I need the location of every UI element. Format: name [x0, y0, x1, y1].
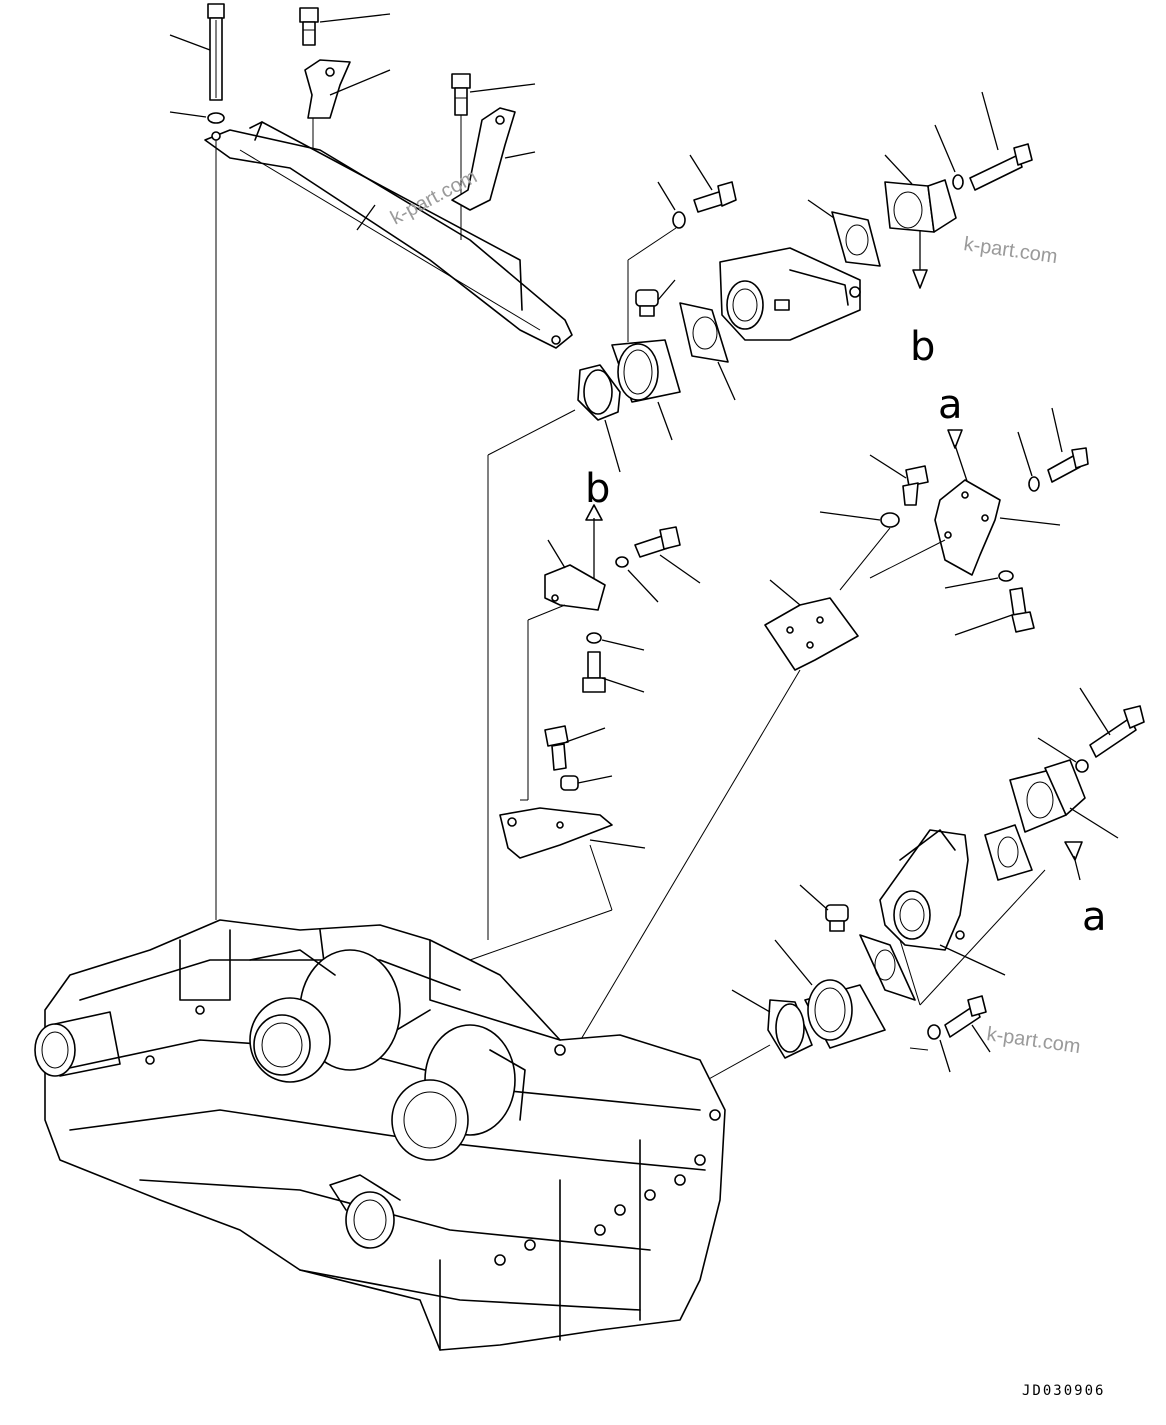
bolt-spacer: [544, 725, 569, 771]
mounting-bracket-center: [764, 597, 859, 671]
round-gasket-lower: [767, 999, 813, 1059]
bracket-middle: [544, 564, 606, 611]
washer: [586, 632, 602, 644]
bolt-mid-left: [634, 526, 681, 558]
washer: [1075, 759, 1089, 773]
bolt-right-a: [1047, 447, 1089, 483]
square-gasket-lower-2: [859, 934, 916, 1001]
mounting-bracket-right: [934, 479, 1001, 576]
intake-pipe-front: [329, 1174, 401, 1249]
bolt-bosses: [145, 1005, 721, 1266]
bolt-upper-right: [969, 143, 1033, 191]
flange-elbow: [884, 179, 957, 233]
watermark: k-part.com: [985, 1023, 1082, 1058]
washer: [672, 211, 686, 229]
washer: [207, 112, 225, 124]
turbocharger-2: [391, 1024, 526, 1161]
drawing-code: JD030906: [1022, 1383, 1105, 1399]
bolt-center-right: [902, 465, 929, 506]
watermark: k-part.com: [962, 233, 1059, 268]
square-gasket-lower: [984, 824, 1033, 881]
long-bolt: [207, 3, 225, 101]
stay-bar: [204, 121, 573, 349]
flange-pipe-lower: [804, 979, 886, 1049]
washer: [998, 570, 1014, 582]
washer: [615, 556, 629, 568]
ref-label-a-lower: a: [1082, 894, 1107, 940]
flange-pipe: [611, 339, 681, 403]
exhaust-valve-actuator-lower: [879, 829, 969, 951]
bolt-mid-lower: [582, 651, 606, 693]
l-bracket-lower: [499, 807, 613, 859]
ref-label-a-upper: a: [938, 382, 963, 428]
flange-elbow-lower: [1009, 759, 1086, 833]
bolt-right-lower: [1009, 587, 1035, 633]
square-gasket: [679, 302, 729, 363]
bolt-lower-center: [944, 995, 987, 1038]
bolt-top-center: [451, 73, 471, 116]
turbocharger: [249, 949, 401, 1083]
bolt-top: [299, 7, 319, 46]
bolt-upper-mid: [693, 181, 737, 213]
washer: [1028, 476, 1040, 492]
ref-label-b-middle: b: [585, 466, 610, 512]
angle-bracket: [451, 107, 516, 211]
washer: [880, 512, 900, 528]
washer: [952, 174, 964, 190]
small-bracket: [304, 59, 351, 119]
plug: [635, 289, 659, 317]
round-gasket: [577, 364, 621, 421]
engine-assembly: [34, 919, 726, 1351]
ref-label-b-upper: b: [910, 324, 935, 370]
square-gasket-2: [831, 211, 881, 267]
bolt-lower-right: [1089, 705, 1145, 758]
washer: [927, 1024, 941, 1040]
exhaust-valve-actuator: [719, 247, 861, 341]
intake-pipe-left: [34, 1011, 121, 1077]
spacer: [560, 775, 579, 791]
plug-lower: [825, 904, 849, 932]
